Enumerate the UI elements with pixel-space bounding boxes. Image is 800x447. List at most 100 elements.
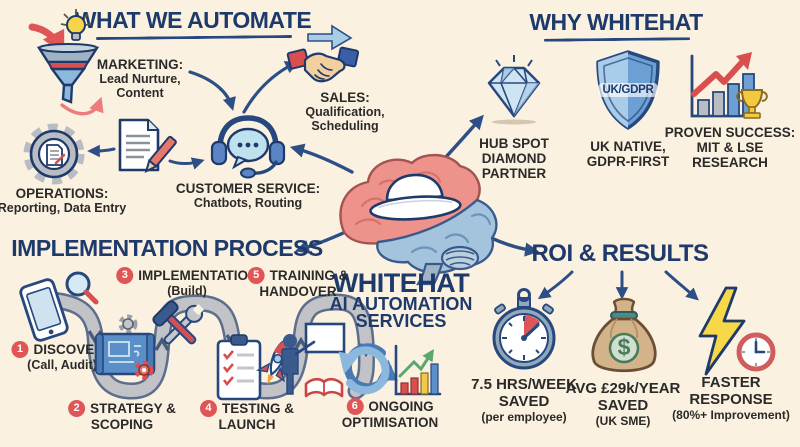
step-1-sub: (Call, Audit) — [27, 358, 97, 372]
roi-hours-line3: (per employee) — [481, 409, 567, 424]
shield-badge-text: UK/GDPR — [598, 83, 658, 97]
checklist-rocket-icon — [216, 334, 288, 401]
roi-response-line1: FASTER — [701, 374, 761, 391]
roi-hours-label: 7.5 HRS/WEEK SAVED (per employee) — [471, 376, 577, 424]
gear-document-icon — [23, 123, 85, 185]
arrow-document-to-service — [168, 157, 205, 170]
step-6-title: ONGOING — [368, 398, 434, 414]
proven-success-label: PROVEN SUCCESS: MIT & LSE RESEARCH — [665, 125, 796, 170]
marketing-line1: Lead Nurture, — [99, 72, 181, 87]
marketing-title: MARKETING: — [96, 57, 184, 72]
hubspot-label: HUB SPOT DIAMOND PARTNER — [479, 136, 549, 181]
step-5-number: 5 — [247, 267, 265, 284]
center-title-line3: SERVICES — [355, 311, 447, 331]
proven-line2: MIT & LSE — [696, 140, 764, 156]
sales-line2: Scheduling — [311, 119, 379, 134]
shield-badge-label: UK/GDPR — [598, 80, 658, 98]
operations-label: OPERATIONS: Reporting, Data Entry — [0, 186, 126, 215]
funnel-icon — [36, 43, 100, 104]
roi-heading: ROI & RESULTS — [531, 240, 709, 267]
customer-service-title: CUSTOMER SERVICE: — [175, 181, 321, 196]
step-3-number: 3 — [116, 267, 134, 284]
roi-response-line2: RESPONSE — [689, 390, 773, 408]
sales-title: SALES: — [320, 90, 370, 105]
arrow-brain-to-service — [289, 143, 354, 174]
sales-line1: Qualification, — [305, 105, 385, 120]
customer-service-label: CUSTOMER SERVICE: Chatbots, Routing — [176, 181, 320, 210]
step-2-title: STRATEGY & — [90, 400, 176, 416]
uk-native-line1: UK NATIVE, — [590, 139, 666, 154]
sales-label: SALES: Qualification, Scheduling — [305, 90, 384, 133]
roi-savings-line2: SAVED — [597, 396, 649, 414]
marketing-line2: Content — [116, 86, 164, 101]
process-heading: IMPLEMENTATION PROCESS — [11, 235, 323, 261]
roi-savings-line3: (UK SME) — [595, 413, 651, 428]
trainer-whiteboard-icon — [281, 322, 346, 398]
step-1-title: DISCOVERY — [33, 341, 113, 357]
proven-line1: PROVEN SUCCESS: — [664, 125, 796, 140]
step-2-sub: SCOPING — [90, 417, 154, 432]
step-1-number: 1 — [11, 341, 29, 358]
proven-line3: RESEARCH — [692, 155, 768, 171]
blueprint-gears-icon — [94, 314, 156, 380]
arrow-roi-to-lightning — [664, 270, 699, 301]
stopwatch-icon — [492, 288, 556, 370]
headset-chat-icon — [210, 115, 286, 179]
roi-savings-line1: AVG £29k/YEAR — [565, 380, 681, 397]
hubspot-line1: HUB SPOT — [479, 136, 549, 151]
roi-response-label: FASTER RESPONSE (80%+ Improvement) — [672, 374, 790, 422]
customer-service-line1: Chatbots, Routing — [193, 196, 303, 211]
center-title-line1: WHITEHAT — [332, 268, 470, 298]
arrow-marketing-to-service — [188, 70, 236, 111]
mini-bar-chart-icon — [394, 344, 442, 396]
step-5-title: TRAINING & — [269, 267, 349, 283]
money-bag-symbol: $ — [617, 334, 631, 360]
why-heading: WHY WHITEHAT — [529, 9, 703, 35]
roi-response-line3: (80%+ Improvement) — [672, 407, 790, 422]
uk-native-line2: GDPR-FIRST — [586, 154, 670, 170]
sales-flow-arrow-icon — [307, 24, 353, 51]
uk-native-label: UK NATIVE, GDPR-FIRST — [587, 139, 670, 169]
lightning-clock-icon — [698, 286, 776, 376]
growth-chart-trophy-icon — [690, 52, 768, 119]
refresh-chart-icon — [338, 343, 442, 396]
center-title-line2: AI AUTOMATION — [329, 294, 473, 314]
phone-magnifier-icon — [19, 271, 99, 342]
money-bag-icon — [591, 297, 657, 373]
clock-icon — [736, 332, 776, 372]
step-4-title: TESTING & — [221, 400, 295, 416]
step-2-number: 2 — [68, 400, 86, 417]
hubspot-line2: DIAMOND — [481, 151, 547, 167]
roi-savings-label: AVG £29k/YEAR SAVED (UK SME) — [565, 380, 681, 428]
roi-hours-line2: SAVED — [498, 392, 550, 410]
hubspot-line3: PARTNER — [481, 166, 547, 182]
automate-heading: WHAT WE AUTOMATE — [74, 7, 312, 33]
step-6-number: 6 — [346, 398, 364, 415]
hammer-wrench-icon — [152, 300, 205, 345]
operations-title: OPERATIONS: — [15, 186, 109, 201]
book-icon — [304, 377, 344, 398]
arrow-document-to-operations — [87, 144, 116, 158]
operations-line1: Reporting, Data Entry — [0, 201, 127, 216]
step-3-sub: (Build) — [167, 284, 207, 298]
arrow-funnel-to-marketing — [60, 96, 104, 116]
handshake-icon — [286, 46, 360, 83]
document-pencil-icon — [118, 118, 177, 174]
step-6-sub: OPTIMISATION — [341, 415, 439, 430]
white-fedora — [369, 173, 462, 221]
step-3-title: IMPLEMENTATION — [138, 267, 258, 283]
arrow-roi-to-stopwatch — [537, 270, 574, 300]
brain-whitehat-icon — [339, 153, 498, 286]
trophy-icon — [736, 89, 768, 119]
step-4-sub: LAUNCH — [218, 417, 276, 432]
step-4-number: 4 — [199, 400, 217, 417]
step-5-sub: HANDOVER — [259, 284, 337, 299]
marketing-label: MARKETING: Lead Nurture, Content — [97, 57, 183, 100]
